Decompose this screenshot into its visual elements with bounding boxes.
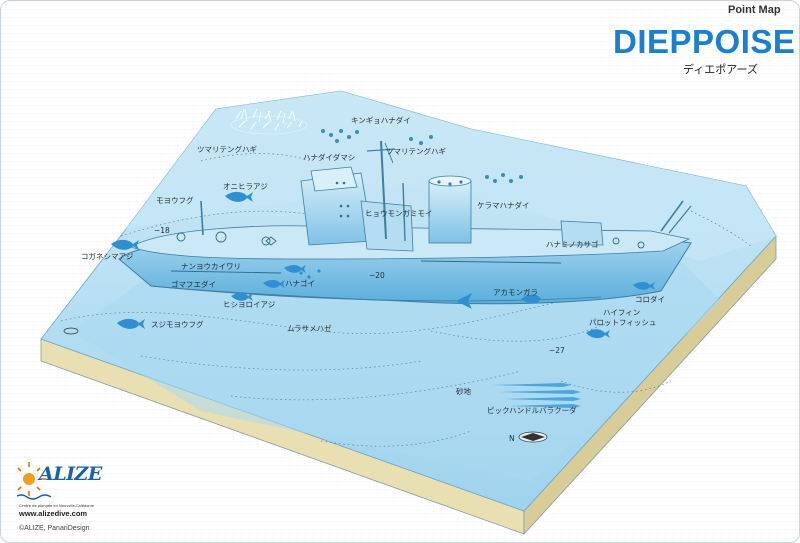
point-map-label: Point Map	[728, 4, 781, 16]
label-haifin: ハイフィン	[603, 308, 640, 317]
sun-icon	[17, 462, 52, 500]
small-marker-icon	[63, 327, 79, 335]
label-hanadaidamashi: ハナダイダマシ	[303, 152, 355, 162]
fish-schools	[111, 129, 655, 339]
label-sujimeyougu: スジモヨウフグ	[151, 319, 204, 329]
label-tsumaritengu-right: ツマリテングハギ	[386, 146, 446, 156]
fish-labels: キンギョハナダイ ツマリテングハギ ハナダイダマシ ツマリテングハギ オニヒラア…	[81, 115, 665, 415]
copyright-text: ©ALIZE, PanariDesign	[19, 525, 90, 532]
label-onihiraaji: オニヒラアジ	[223, 182, 268, 191]
label-tsumaritengu-left: ツマリテングハギ	[197, 144, 257, 154]
logo-wordmark: ALIZE	[39, 463, 102, 485]
label-parrotfish: パロットフィッシュ	[589, 318, 656, 327]
logo-tagline: Centre de plongée en Nouvelle-Calédonie	[19, 504, 94, 508]
depth-contours	[60, 153, 752, 447]
depth-18: −18	[154, 226, 170, 235]
site-subtitle: ディエポアーズ	[683, 63, 759, 76]
shipwreck	[118, 140, 692, 305]
depth-labels: −18 −20 −27	[154, 226, 565, 355]
label-gomafuedai: ゴマフエダイ	[171, 279, 216, 289]
website-link[interactable]: www.alizedive.com	[19, 509, 88, 518]
label-kingyohanadai: キンギョハナダイ	[351, 115, 411, 125]
label-koganeshimaaji: コガネシマアジ	[81, 251, 134, 261]
depth-27: −27	[549, 346, 565, 355]
alize-logo	[17, 462, 52, 500]
compass-north-label: N	[509, 434, 515, 443]
label-murasamehaze: ムラサメハゼ	[287, 323, 332, 333]
compass-icon: N	[509, 431, 548, 443]
label-hanagoi: ハナゴイ	[285, 278, 315, 288]
site-title: DIEPPOISE	[613, 23, 796, 60]
label-nanyoukaiwari: ナンヨウカイワリ	[181, 262, 241, 271]
barracuda-school	[493, 383, 581, 408]
coral-formation	[230, 108, 308, 135]
label-hanaminokasago: ハナミノカサゴ	[546, 239, 599, 249]
depth-20: −20	[369, 271, 385, 280]
label-hishiyoroiaji: ヒシヨロイアジ	[223, 300, 276, 309]
label-akamongara: アカモンガラ	[493, 287, 538, 297]
label-sunaji: 砂地	[456, 386, 471, 396]
label-keramahanadai: ケラマハナダイ	[477, 200, 530, 210]
label-momyougu: モヨウフグ	[156, 195, 194, 205]
label-pickhandle: ピックハンドルバラクーダ	[487, 405, 577, 415]
label-hyoumonkimoi: ヒョウモンガミモイ	[365, 208, 433, 218]
label-korodai: コロダイ	[635, 294, 665, 304]
